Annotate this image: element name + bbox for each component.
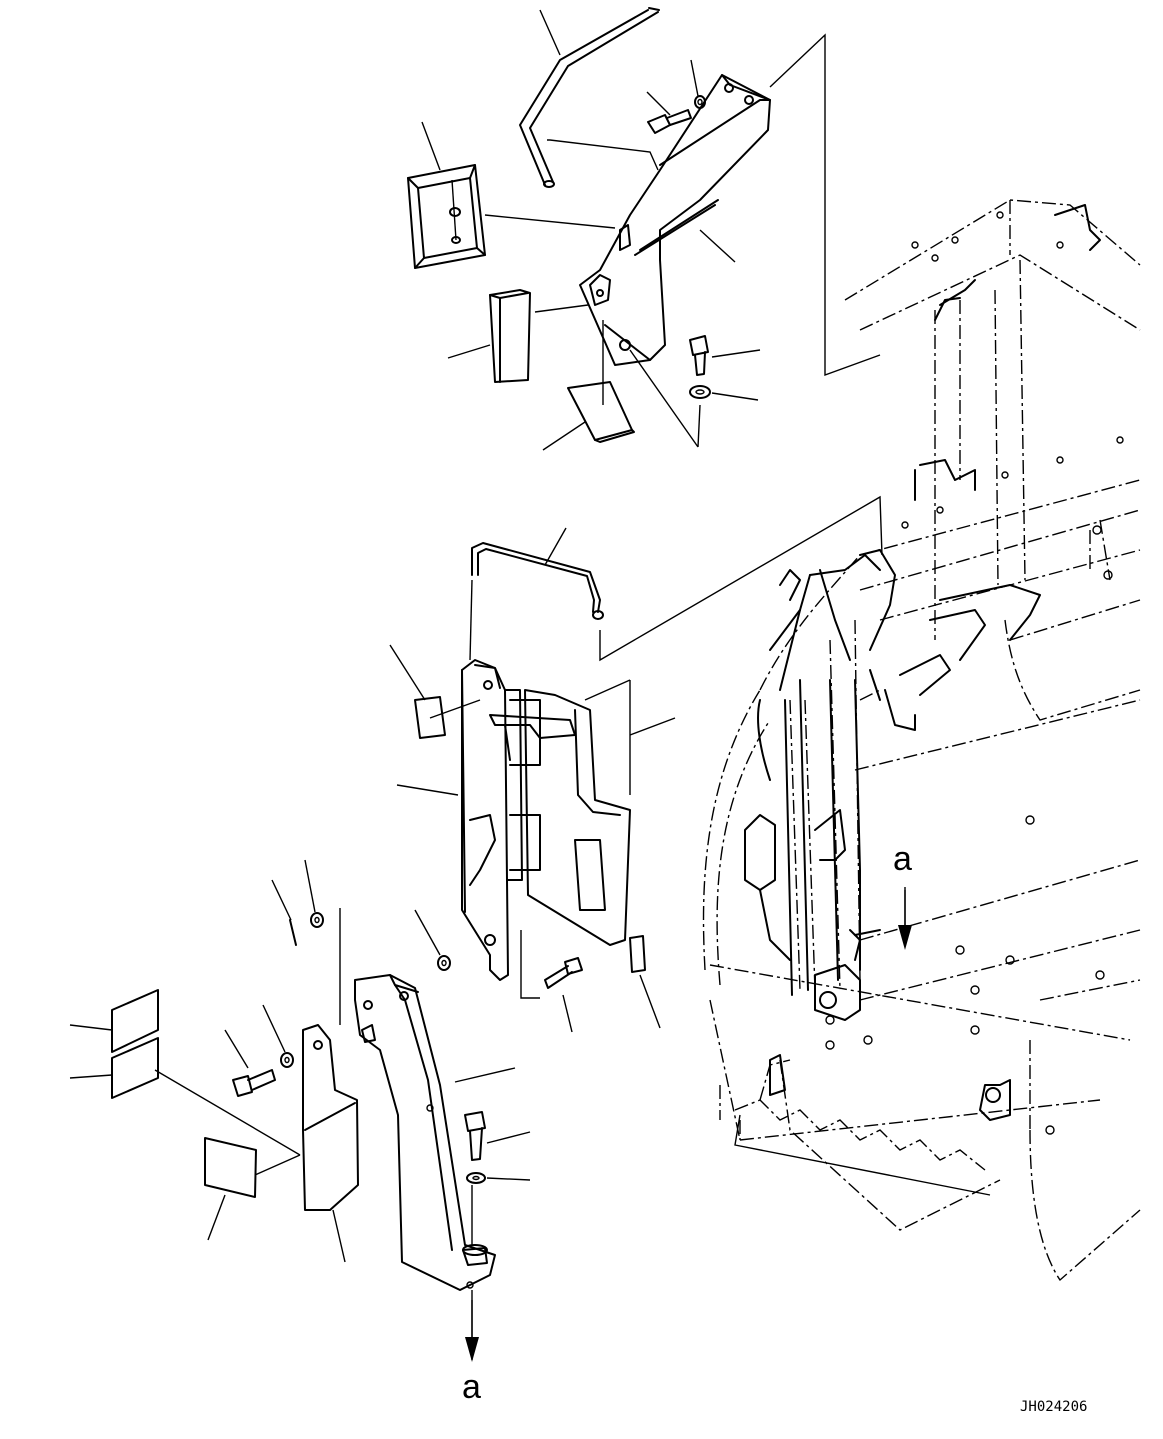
upper-bracket-assembly	[407, 7, 881, 451]
machine-frame-solid	[744, 204, 1113, 1121]
view-arrow-lower	[465, 1300, 479, 1362]
view-marker-upper: a	[893, 840, 912, 878]
view-arrow-upper	[898, 890, 912, 950]
middle-hinge-assembly	[271, 495, 883, 1033]
drawing-code: JH024206	[1020, 1399, 1087, 1415]
view-marker-lower: a	[462, 1368, 481, 1406]
lower-bracket-assembly	[69, 887, 906, 1340]
machine-frame-phantom	[702, 199, 1141, 1282]
